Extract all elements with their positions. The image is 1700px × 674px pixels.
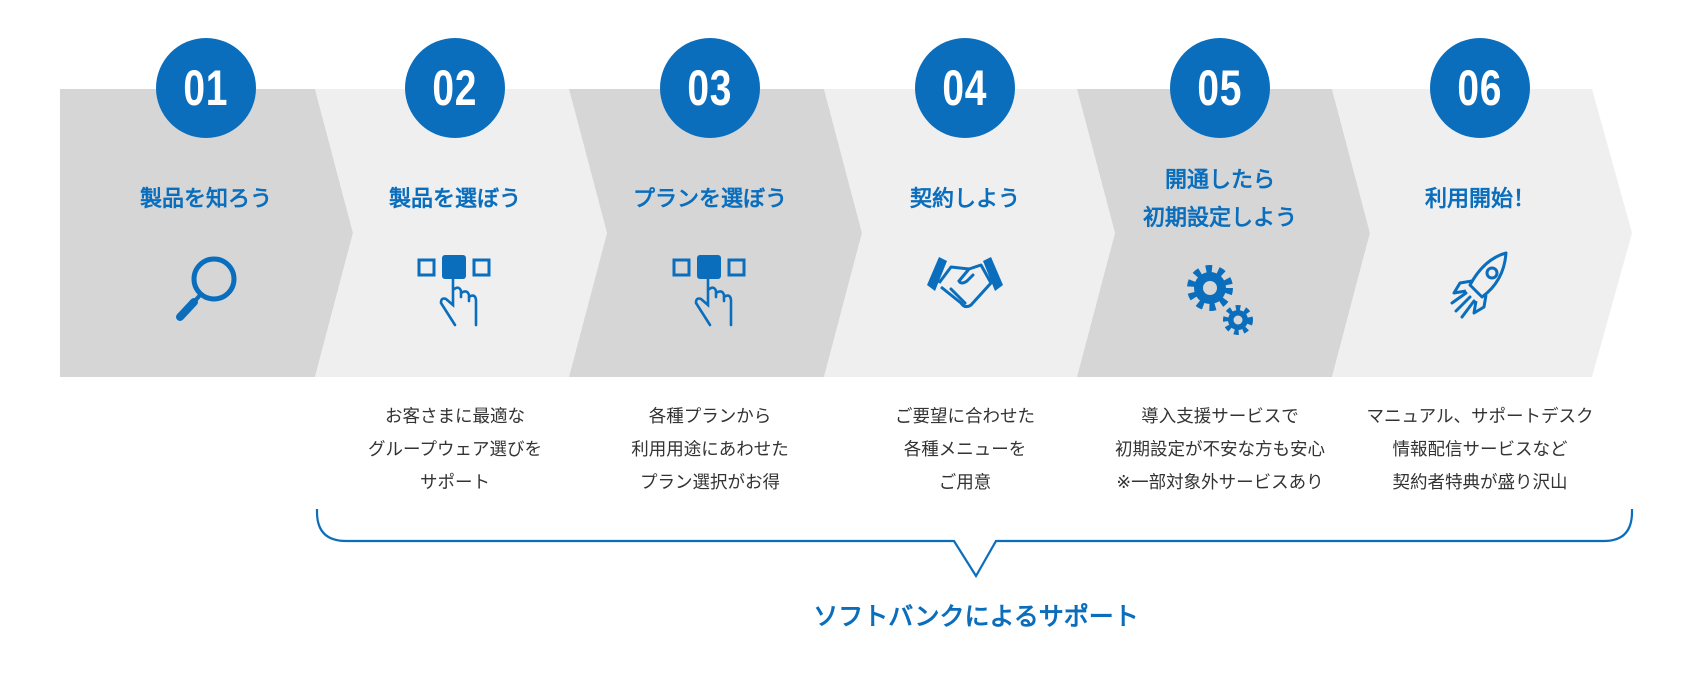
step-number-badge: 02: [405, 38, 505, 138]
magnifier-icon: [176, 256, 237, 321]
step-number-badge: 04: [915, 38, 1015, 138]
handshake-icon: [927, 257, 1003, 309]
rocket-icon: [1450, 251, 1508, 319]
step-title: 契約しよう: [909, 187, 1020, 212]
gears-icon: [1187, 265, 1253, 335]
chevron-2: [315, 89, 607, 377]
select-hand-icon: [672, 255, 746, 327]
step-description: 各種プランから 利用用途にあわせた プラン選択がお得: [631, 407, 789, 493]
chevron-6: [1332, 89, 1632, 377]
step-number: 01: [183, 60, 229, 116]
step-description: 導入支援サービスで 初期設定が不安な方も安心 ※一部対象外サービスあり: [1115, 407, 1325, 493]
step-6: 06 利用開始！ マニュアル、サポートデスク 情報配信サービスなど 契約者特典が…: [1353, 0, 1607, 674]
step-description: お客さまに最適な グループウェア選びを サポート: [368, 407, 542, 493]
step-3: 03 プランを選ぼう 各種プランから 利用用途にあわせた プラン選択がお得: [583, 0, 837, 674]
chevron-5: [1077, 89, 1370, 377]
step-number-badge: 03: [660, 38, 760, 138]
step-2: 02 製品を選ぼう お客さまに最適な グループウェア選びを サポート: [328, 0, 582, 674]
step-number: 02: [432, 60, 478, 116]
step-1: 01 製品を知ろう: [79, 0, 333, 674]
step-number: 06: [1457, 60, 1503, 116]
step-4: 04 契約しよう ご要望に合わせた 各種メニューを ご用意: [838, 0, 1092, 674]
step-5: 05 開通したら 初期設定しよう 導入支援サービスで 初期設定が不安な方も安心 …: [1093, 0, 1347, 674]
chevron-4: [824, 89, 1115, 377]
select-hand-icon: [417, 255, 491, 327]
step-number-badge: 06: [1430, 38, 1530, 138]
step-number: 04: [942, 60, 988, 116]
step-number: 05: [1197, 60, 1243, 116]
step-title: プランを選ぼう: [632, 187, 787, 212]
chevron-3: [569, 89, 862, 377]
step-title: 利用開始！: [1424, 187, 1535, 212]
step-description: ご要望に合わせた 各種メニューを ご用意: [895, 407, 1035, 493]
step-title: 製品を選ぼう: [388, 187, 521, 212]
chevron-1: [60, 89, 353, 377]
step-title: 製品を知ろう: [139, 187, 272, 212]
step-number-badge: 05: [1170, 38, 1270, 138]
step-description: マニュアル、サポートデスク 情報配信サービスなど 契約者特典が盛り沢山: [1366, 407, 1594, 493]
support-label: ソフトバンクによるサポート: [813, 602, 1139, 631]
step-number: 03: [687, 60, 733, 116]
step-title: 開通したら 初期設定しよう: [1142, 168, 1297, 231]
step-number-badge: 01: [156, 38, 256, 138]
